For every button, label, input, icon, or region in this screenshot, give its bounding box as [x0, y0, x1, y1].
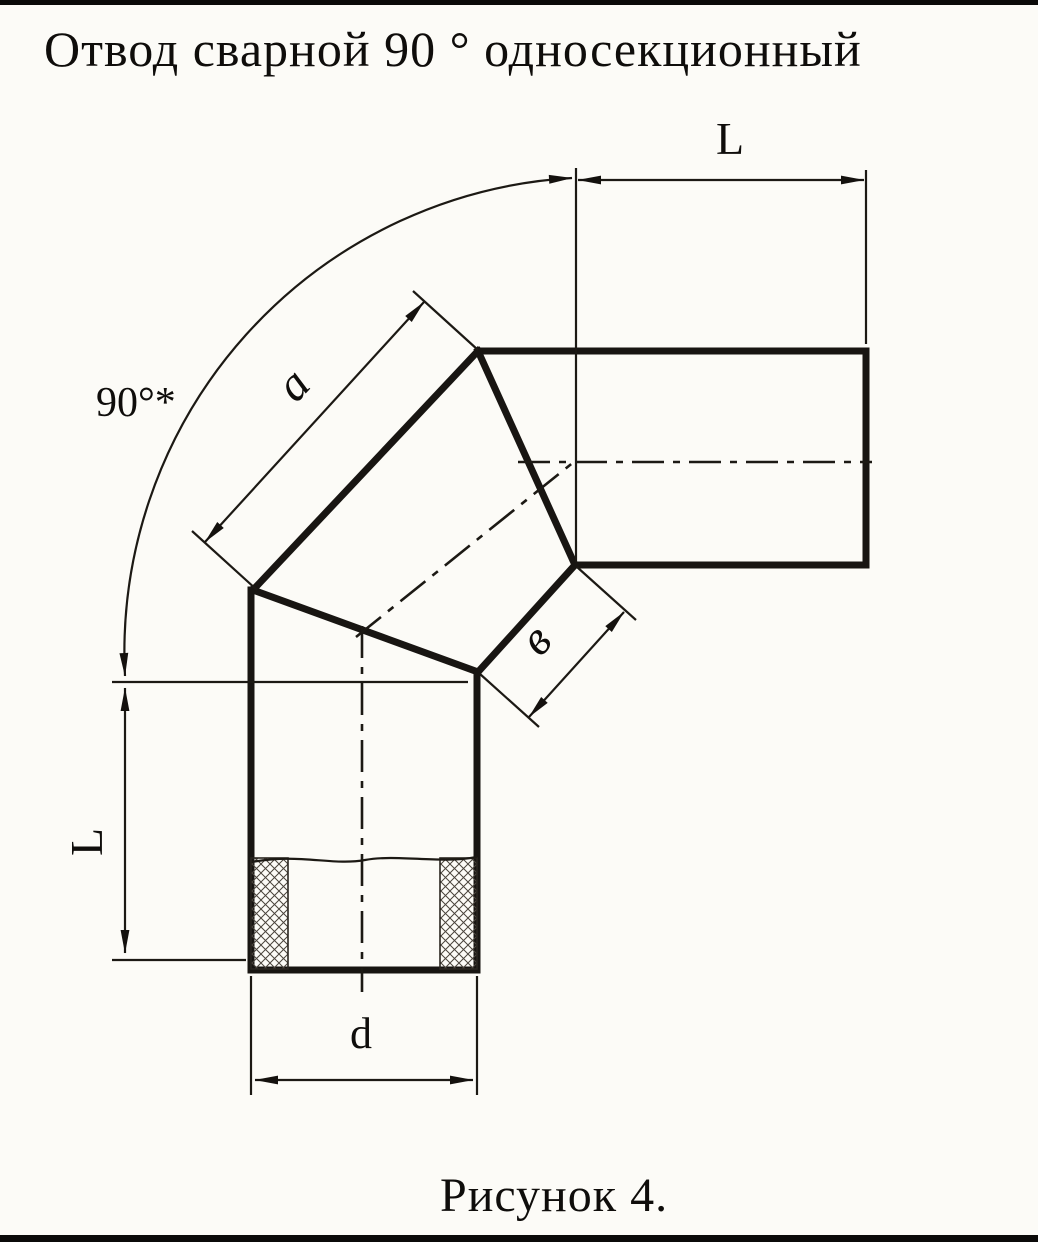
- wall-hatch-left: [250, 857, 289, 970]
- vertical-pipe-outline: [247, 586, 481, 974]
- dim-label-section-edge: a: [265, 358, 320, 412]
- top-pipe-outline: [474, 347, 870, 569]
- angle-arc: [119, 174, 573, 677]
- dim-line-section-edge: [204, 301, 425, 543]
- dim-label-diameter: d: [350, 1009, 372, 1058]
- dim-label-face-width: в: [509, 614, 562, 665]
- figure-caption: Рисунок 4.: [440, 1169, 669, 1222]
- scan-edge-bottom: [0, 1235, 1038, 1242]
- scan-edge-top: [0, 0, 1038, 5]
- dim-line-face-width: [528, 611, 625, 718]
- dim-label-length-left: L: [61, 828, 112, 856]
- centerline-diagonal: [355, 459, 576, 639]
- ext-line-v-lower: [479, 673, 540, 728]
- ext-line-v-upper: [576, 566, 637, 621]
- socket-break-line: [251, 855, 478, 864]
- drawing-title: Отвод сварной 90 ° односекционный: [44, 21, 862, 77]
- weld-seam-upper: [473, 346, 580, 570]
- wall-hatch-right: [439, 857, 478, 970]
- dim-label-angle: 90°*: [96, 380, 176, 426]
- ext-line-a-lower: [191, 530, 258, 591]
- ext-line-a-upper: [412, 290, 479, 351]
- dim-label-length-top: L: [716, 113, 744, 164]
